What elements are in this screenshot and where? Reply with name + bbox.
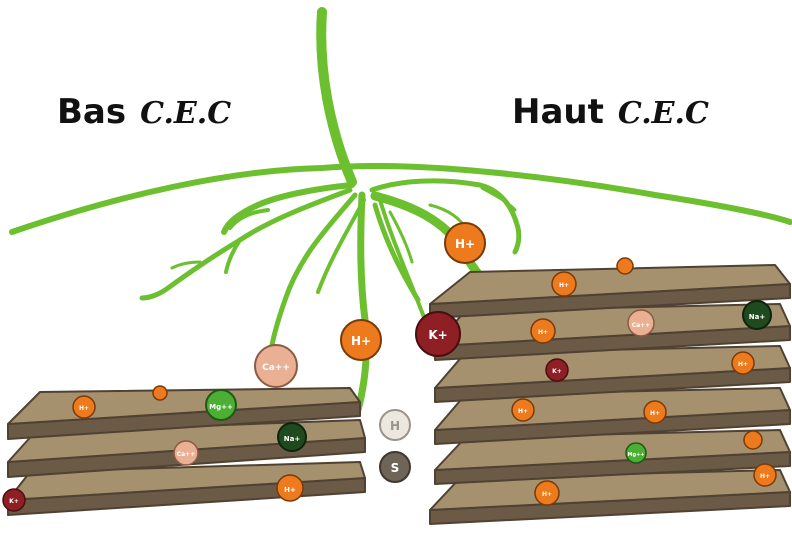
- ion-ca-low: Ca++: [174, 441, 198, 465]
- high-cec-label: Haut: [512, 92, 604, 132]
- svg-text:Na+: Na+: [284, 435, 301, 443]
- svg-text:H+: H+: [738, 361, 748, 368]
- svg-text:K+: K+: [428, 328, 447, 342]
- svg-text:Ca++: Ca++: [177, 451, 196, 458]
- svg-text:H: H: [390, 419, 400, 433]
- root-branch: [358, 195, 366, 410]
- ion-h-low-dot: [153, 386, 167, 400]
- ion-mg-low: Mg++: [206, 390, 236, 420]
- ion-h-root-top: H+: [445, 223, 485, 263]
- ion-ca-high: Ca++: [628, 310, 654, 336]
- svg-text:K+: K+: [9, 498, 19, 505]
- svg-text:H+: H+: [542, 491, 552, 498]
- ion-h-high-4: H+: [512, 399, 534, 421]
- svg-text:S: S: [391, 461, 400, 475]
- ion-h-high-6: H+: [754, 464, 776, 486]
- svg-text:Mg++: Mg++: [209, 403, 233, 411]
- svg-text:Mg++: Mg++: [628, 452, 645, 458]
- svg-text:H+: H+: [284, 486, 296, 494]
- ion-h-high-2: H+: [531, 319, 555, 343]
- low-cec-abbrev: C.E.C: [140, 96, 231, 131]
- svg-text:K+: K+: [552, 368, 562, 375]
- root-branch: [142, 190, 350, 298]
- ion-mg-high: Mg++: [626, 443, 646, 463]
- ion-ca-root: Ca++: [255, 345, 297, 387]
- ion-h-low-2: H+: [277, 475, 303, 501]
- ion-s-mid: S: [380, 452, 410, 482]
- ion-k-root: K+: [416, 312, 460, 356]
- ion-h-high-3: H+: [732, 352, 754, 374]
- svg-text:H+: H+: [79, 405, 89, 412]
- ground-line: [12, 166, 790, 232]
- svg-text:Ca++: Ca++: [632, 322, 651, 329]
- ion-k-low: K+: [3, 489, 25, 511]
- svg-text:H+: H+: [760, 473, 770, 480]
- ion-h-high-7: H+: [535, 481, 559, 505]
- high-cec-title: Haut C.E.C: [512, 92, 709, 132]
- ion-na-low: Na+: [278, 423, 306, 451]
- high-cec-clay-stack: [430, 265, 790, 524]
- svg-text:H+: H+: [538, 329, 548, 336]
- svg-text:Na+: Na+: [749, 313, 766, 321]
- svg-text:H+: H+: [351, 334, 371, 348]
- ion-h-high-5: H+: [644, 401, 666, 423]
- svg-text:H+: H+: [518, 408, 528, 415]
- root-main-stem: [321, 12, 352, 182]
- svg-text:H+: H+: [559, 282, 569, 289]
- ion-h-root-mid: H+: [341, 320, 381, 360]
- low-cec-title: Bas C.E.C: [57, 92, 231, 132]
- ion-h-high-1: H+: [552, 272, 576, 296]
- ion-h-high-top: [617, 258, 633, 274]
- low-cec-label: Bas: [57, 92, 126, 132]
- svg-text:Ca++: Ca++: [262, 363, 290, 373]
- ion-h-high-side: [744, 431, 762, 449]
- high-cec-abbrev: C.E.C: [618, 96, 709, 131]
- ion-white-mid: H: [380, 410, 410, 440]
- ion-h-low-1: H+: [73, 396, 95, 418]
- svg-text:H+: H+: [650, 410, 660, 417]
- ion-na-high: Na+: [743, 301, 771, 329]
- ion-k-high: K+: [546, 359, 568, 381]
- svg-text:H+: H+: [455, 237, 475, 251]
